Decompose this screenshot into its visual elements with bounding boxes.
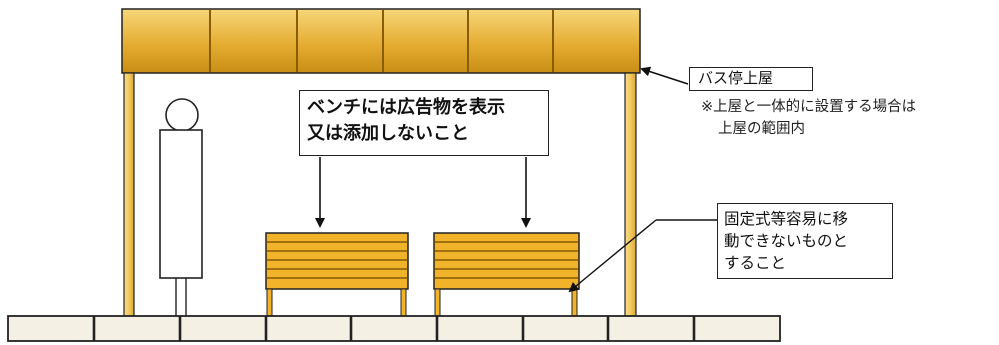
bus-stop-roof-text: バス停上屋 [698,69,774,87]
arrow-roof [640,66,689,85]
roof [121,8,641,74]
bench-right [433,232,580,317]
curb-blocks [7,315,781,342]
bench-ad-line2: 又は添加しないこと [307,123,469,144]
fixed-type-line3: すること [724,254,787,272]
left-post [123,72,135,318]
fixed-type-line1: 固定式等容易に移 [724,210,849,228]
bench-left [265,232,409,317]
fixed-type-callout: 固定式等容易に移 動できないものと すること [717,203,893,279]
bench-ad-line1: ベンチには広告物を表示 [307,97,505,118]
right-post [624,72,637,318]
bench-ad-callout: ベンチには広告物を表示 又は添加しないこと [299,90,549,156]
arrow-fixed-type-diagonal [568,219,657,293]
person-figure [159,98,203,316]
roof-note-line2: 上屋の範囲内 [718,121,805,137]
roof-note: ※上屋と一体的に設置する場合は 上屋の範囲内 [701,96,997,140]
roof-note-line1: ※上屋と一体的に設置する場合は [701,99,917,115]
bus-stop-roof-label: バス停上屋 [689,67,813,91]
fixed-type-line2: 動できないものと [724,232,849,250]
